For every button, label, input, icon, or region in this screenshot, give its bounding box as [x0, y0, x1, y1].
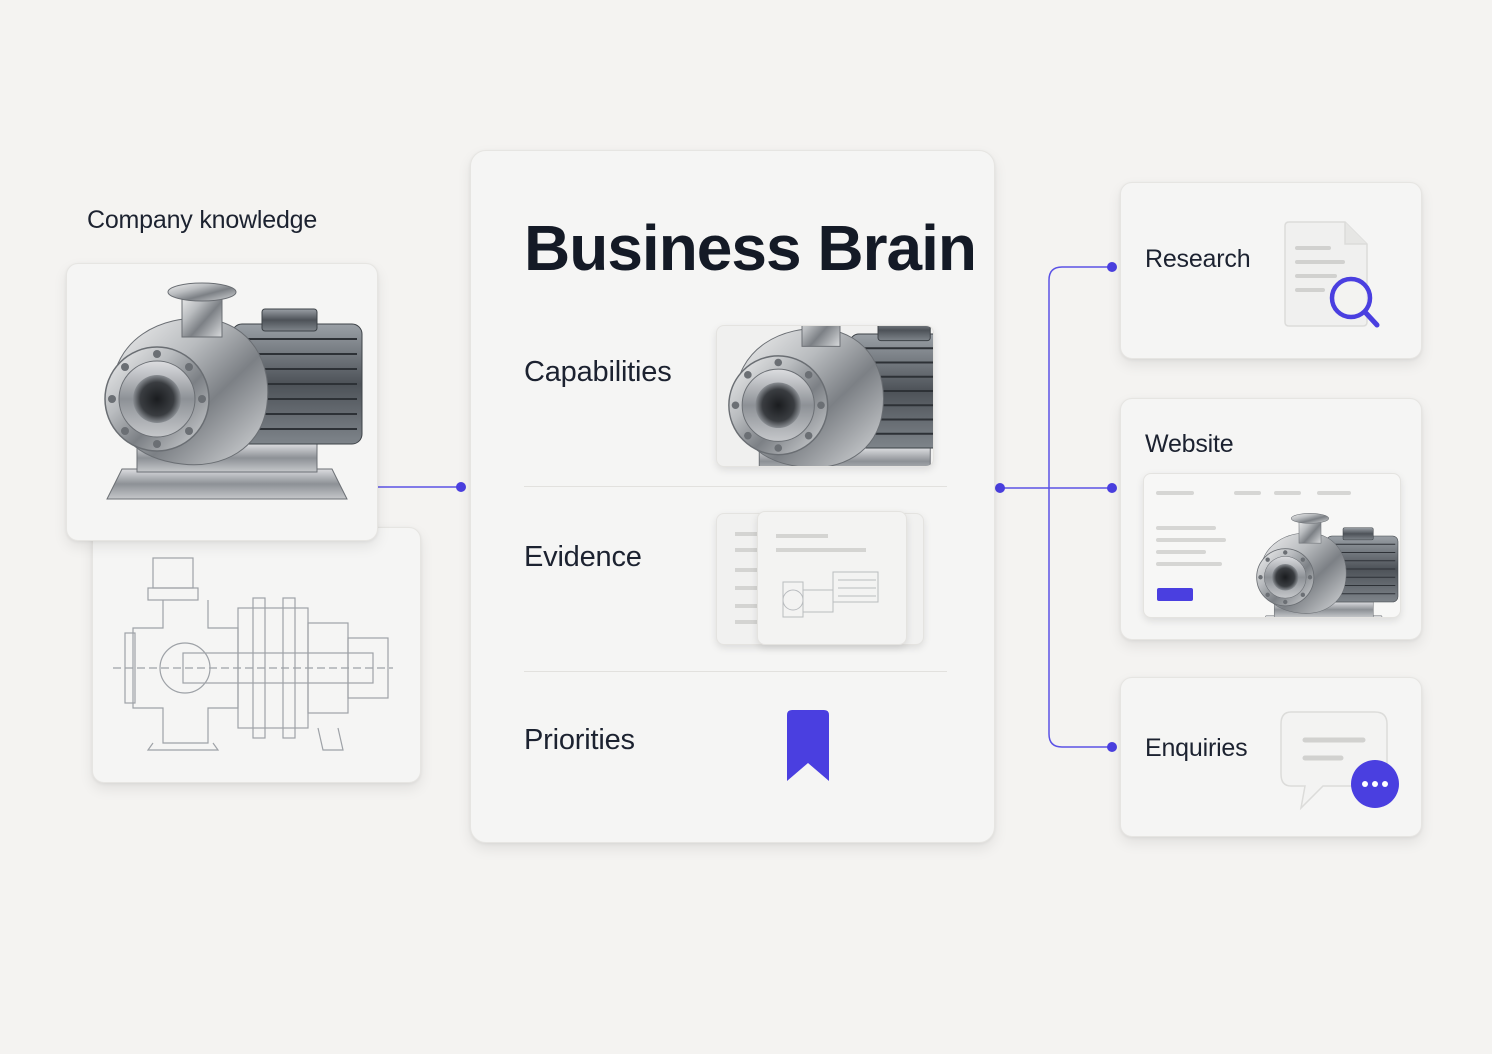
evidence-label: Evidence — [524, 541, 642, 573]
research-card[interactable]: Research — [1120, 182, 1422, 359]
pump-blueprint-image — [113, 557, 393, 751]
document-search-icon — [1284, 221, 1380, 328]
company-knowledge-heading: Company knowledge — [87, 206, 318, 234]
business-brain-card[interactable]: Business Brain Capabilities Evidence — [470, 150, 995, 843]
enquiries-label: Enquiries — [1145, 734, 1248, 762]
business-brain-title: Business Brain — [524, 212, 977, 284]
bookmark-icon — [787, 710, 829, 781]
priorities-label: Priorities — [524, 724, 635, 756]
divider — [524, 671, 947, 672]
divider — [524, 486, 947, 487]
website-preview[interactable] — [1143, 473, 1401, 618]
evidence-document-front[interactable] — [757, 511, 907, 645]
chat-bubble-icon — [1280, 711, 1399, 811]
blueprint-card[interactable] — [92, 527, 421, 783]
website-card[interactable]: Website — [1120, 398, 1422, 640]
capabilities-pump-image[interactable] — [716, 325, 934, 467]
website-label: Website — [1145, 430, 1234, 458]
pump-photo-image — [104, 282, 363, 500]
capabilities-label: Capabilities — [524, 356, 672, 388]
research-label: Research — [1145, 245, 1251, 273]
enquiries-card[interactable]: Enquiries — [1120, 677, 1422, 837]
pump-photo-card[interactable] — [66, 263, 378, 541]
